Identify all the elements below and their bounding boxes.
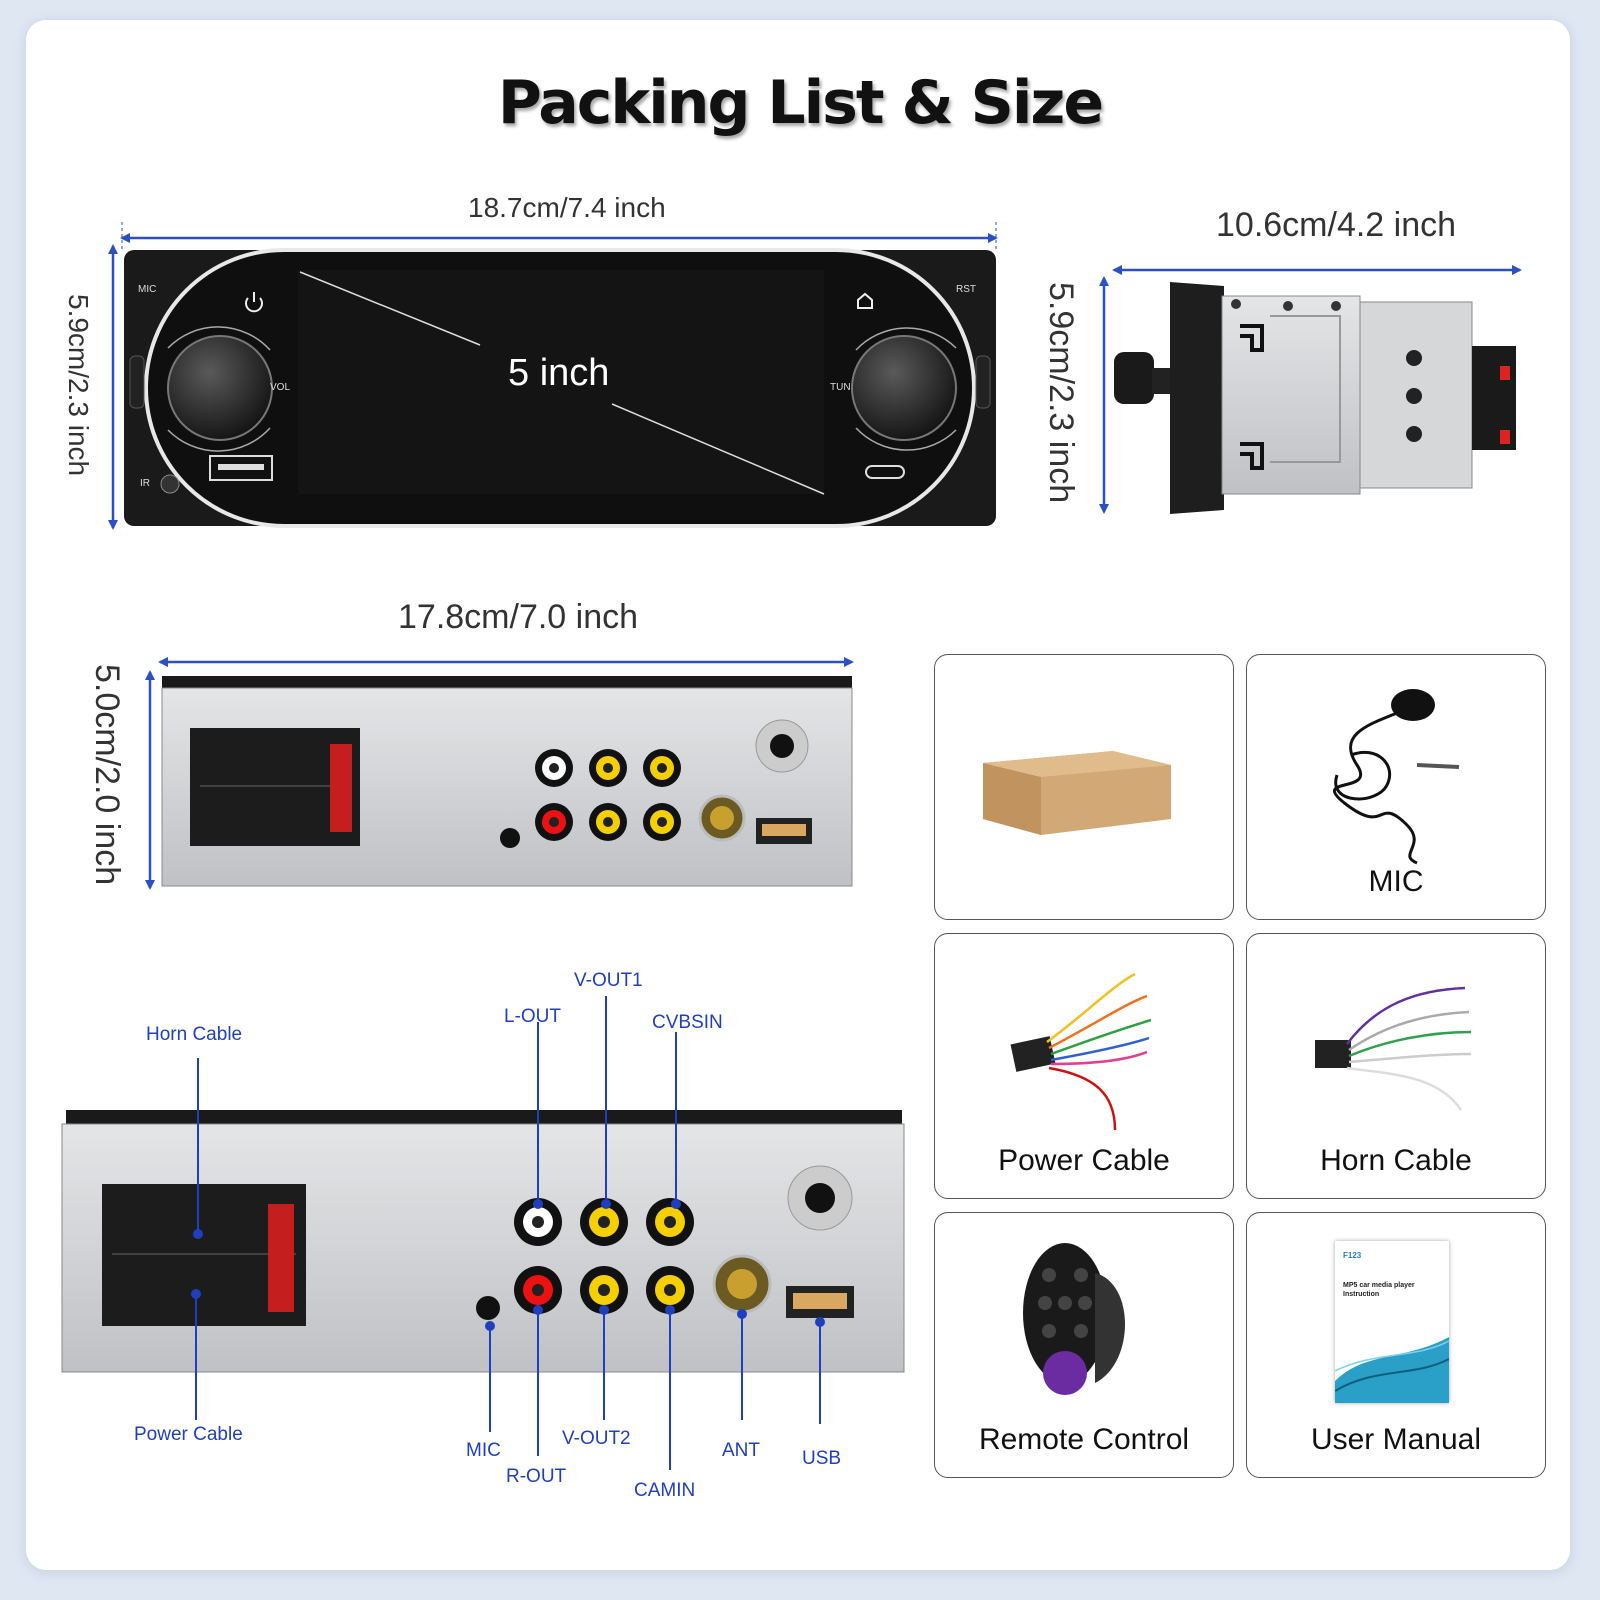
manual-brand: F123 <box>1343 1251 1362 1260</box>
side-front-edge <box>1170 282 1224 514</box>
back-height-label: 5.0cm/2.0 inch <box>88 664 126 886</box>
package-item-label: User Manual <box>1310 1423 1482 1456</box>
package-item-power-cable: Power Cable <box>934 933 1234 1199</box>
package-item-label: Remote Control <box>978 1423 1190 1456</box>
rca-group-large <box>514 1198 694 1314</box>
package-item-remote-control: Remote Control <box>934 1212 1234 1478</box>
volume-knob <box>167 335 273 441</box>
cvbsin-callout: CVBSIN <box>652 1012 723 1033</box>
power-cable-callout: Power Cable <box>134 1424 243 1445</box>
page-title: Packing List & Size <box>497 68 1104 138</box>
side-knob <box>1114 352 1154 404</box>
power-cable-icon <box>1010 972 1152 1131</box>
package-item-label: MIC <box>1368 865 1424 898</box>
v-out1-callout: V-OUT1 <box>574 970 643 991</box>
home-icon <box>857 292 873 309</box>
package-item-box <box>934 654 1234 920</box>
power-icon <box>245 292 263 313</box>
rca-group-small <box>535 749 681 841</box>
box-image <box>983 751 1171 835</box>
back-width-label: 17.8cm/7.0 inch <box>398 598 639 636</box>
type-c-port <box>865 465 905 479</box>
manual-cover: F123 MP5 car media player Instruction <box>1335 1241 1449 1403</box>
tun-label: TUN <box>830 382 851 393</box>
horn-cable-icon <box>1315 986 1472 1111</box>
usb-callout: USB <box>802 1448 842 1469</box>
back-view-small <box>145 657 854 890</box>
package-item-user-manual: F123 MP5 car media player Instruction Us… <box>1246 1212 1546 1478</box>
remote-control-icon <box>1023 1243 1125 1395</box>
side-width-label: 10.6cm/4.2 inch <box>1216 206 1457 244</box>
front-view <box>108 222 998 530</box>
ir-sensor <box>160 474 180 494</box>
front-height-label: 5.9cm/2.3 inch <box>63 294 94 477</box>
side-height-label: 5.9cm/2.3 inch <box>1042 282 1080 504</box>
horn-cable-callout: Horn Cable <box>146 1024 243 1045</box>
manual-wave-graphic <box>1335 1337 1449 1403</box>
ir-label: IR <box>140 478 150 489</box>
l-out-callout: L-OUT <box>504 1006 561 1027</box>
camin-callout: CAMIN <box>634 1480 696 1501</box>
mic-callout: MIC <box>466 1440 501 1461</box>
screen-size-label: 5 inch <box>508 352 610 394</box>
r-out-callout: R-OUT <box>506 1466 567 1487</box>
side-view <box>1099 265 1522 514</box>
package-item-label: Horn Cable <box>1320 1144 1472 1177</box>
package-item-mic: MIC <box>1246 654 1546 920</box>
front-width-label: 18.7cm/7.4 inch <box>468 192 666 223</box>
callout-lines <box>191 996 825 1470</box>
microphone-icon <box>1332 689 1460 865</box>
vol-label: VOL <box>270 382 291 393</box>
tune-knob <box>851 335 957 441</box>
manual-heading: MP5 car media player Instruction <box>1343 1282 1415 1298</box>
package-item-label: Power Cable <box>998 1144 1170 1177</box>
mic-label: MIC <box>138 284 157 295</box>
rst-label: RST <box>956 284 976 295</box>
v-out2-callout: V-OUT2 <box>562 1428 631 1449</box>
back-view-large <box>61 996 905 1470</box>
ant-callout: ANT <box>722 1440 760 1461</box>
package-item-horn-cable: Horn Cable <box>1246 933 1546 1199</box>
